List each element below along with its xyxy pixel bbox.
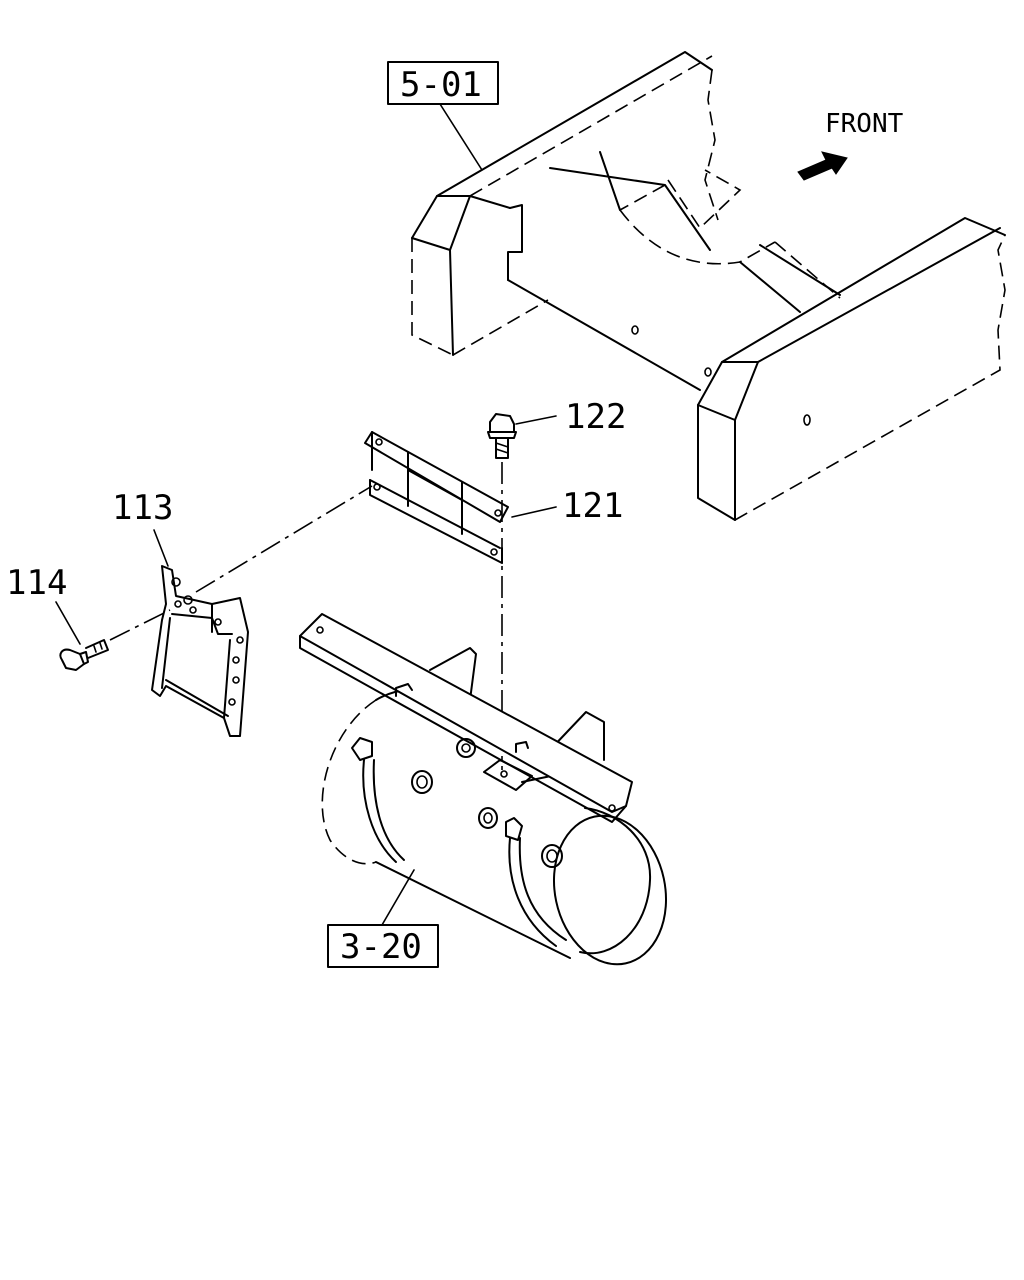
bolt-114-center-line — [109, 609, 171, 641]
part-114-label: 114 — [6, 563, 67, 603]
front-arrow-icon — [797, 151, 848, 181]
frame-ref-label: 5-01 — [400, 65, 482, 105]
tank-ref-label: 3-20 — [340, 927, 422, 967]
frame-ref-callout: 5-01 — [387, 61, 499, 171]
part-121-label: 121 — [562, 486, 623, 526]
front-label: FRONT — [825, 109, 904, 139]
part-122-label: 122 — [565, 397, 626, 437]
bracket-113-center-line — [195, 485, 373, 593]
front-indicator: FRONT — [797, 109, 904, 181]
bracket-121 — [364, 431, 509, 564]
tank-ref-callout: 3-20 — [327, 869, 439, 968]
bolt-114 — [59, 639, 109, 671]
chassis-frame — [411, 51, 1006, 521]
bolt-122 — [487, 413, 517, 459]
part-113-label: 113 — [112, 488, 173, 528]
bracket-113 — [151, 565, 249, 737]
tank-assembly — [299, 613, 668, 966]
